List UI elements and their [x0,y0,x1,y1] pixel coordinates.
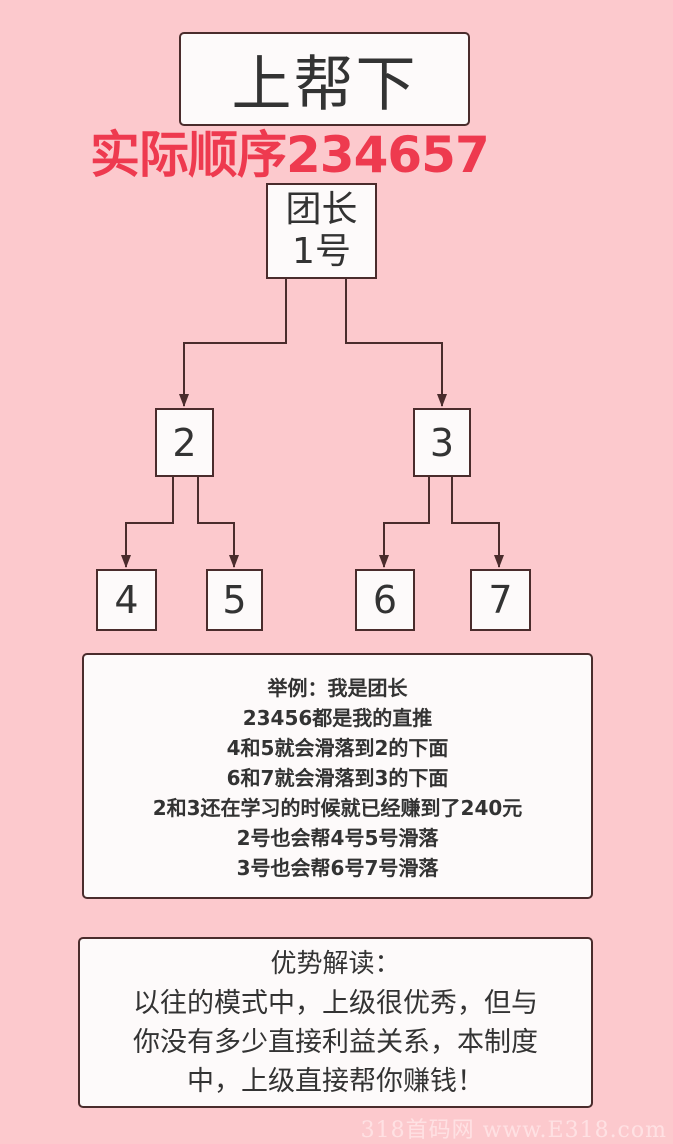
watermark: 318首码网 www.E318.com [360,1118,667,1143]
node-label: 4 [114,578,139,622]
node-2: 2 [155,408,214,477]
example-line: 4和5就会滑落到2的下面 [226,736,449,760]
arrow-down-icon [379,555,389,568]
advantage-title: 优势解读： [270,948,401,979]
connector-3-to-6 [383,477,430,567]
node-label: 6 [372,578,398,622]
connector-root-to-3 [345,279,443,406]
node-3: 3 [413,408,471,477]
node-leader-number: 1号 [292,231,351,272]
title-box: 上帮下 [179,32,470,126]
advantage-box: 优势解读： 以往的模式中，上级很优秀，但与 你没有多少直接利益关系，本制度 中，… [78,937,593,1108]
connector-2-to-5 [197,477,235,567]
advantage-line: 你没有多少直接利益关系，本制度 [133,1026,538,1058]
arrow-down-icon [437,394,447,407]
subtitle-actual-order: 实际顺序234657 [90,126,490,184]
node-5: 5 [206,569,263,631]
arrow-down-icon [179,394,189,407]
example-line: 2和3还在学习的时候就已经赚到了240元 [152,796,523,820]
connector-3-to-7 [451,477,500,567]
arrow-down-icon [494,555,504,568]
example-line: 6和7就会滑落到3的下面 [226,766,449,790]
arrow-down-icon [121,555,131,568]
node-label: 5 [222,578,247,622]
node-7: 7 [470,569,531,631]
example-box: 举例：我是团长 23456都是我的直推 4和5就会滑落到2的下面 6和7就会滑落… [82,653,593,899]
node-leader-role: 团长 [285,189,358,230]
node-4: 4 [96,569,157,631]
advantage-line: 中，上级直接帮你赚钱！ [187,1065,484,1097]
connector-2-to-4 [125,477,174,567]
example-line: 23456都是我的直推 [242,706,433,730]
example-line: 举例：我是团长 [267,676,408,700]
connector-root-to-2 [183,279,287,406]
node-6: 6 [355,569,415,631]
example-line: 3号也会帮6号7号滑落 [236,856,439,880]
advantage-line: 以往的模式中，上级很优秀，但与 [133,987,538,1019]
arrow-down-icon [229,555,239,568]
node-leader: 团长 1号 [266,183,377,279]
node-label: 2 [172,420,197,465]
example-line: 2号也会帮4号5号滑落 [236,826,439,850]
node-label: 3 [429,420,455,465]
title-text: 上帮下 [231,49,418,120]
node-label: 7 [488,578,513,622]
